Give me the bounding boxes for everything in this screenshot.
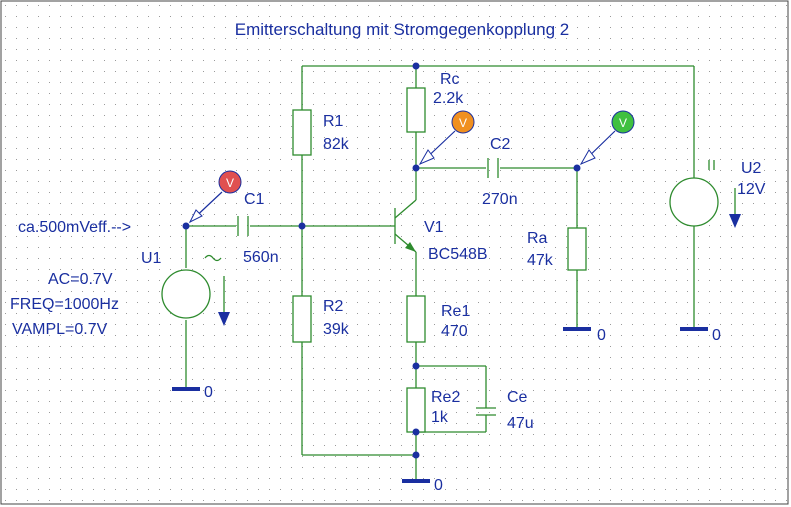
v1-name: V1 — [424, 219, 444, 236]
c2-value: 270n — [482, 191, 518, 208]
re1-name: Re1 — [441, 303, 470, 320]
resistor-rc[interactable] — [406, 87, 426, 133]
c2-name: C2 — [490, 136, 511, 153]
ce-value: 47u — [507, 415, 534, 432]
capacitor-ce[interactable] — [476, 407, 496, 416]
ce-name: Ce — [507, 389, 528, 406]
u1-vampl: VAMPL=0.7V — [12, 321, 108, 338]
capacitor-c1[interactable] — [237, 216, 249, 236]
ground-label-ra: 0 — [597, 327, 606, 344]
schematic-title: Emitterschaltung mit Stromgegenkopplung … — [235, 20, 570, 39]
u2-value: 12V — [737, 181, 766, 198]
transistor-v1[interactable] — [394, 199, 417, 253]
ground-label-u2: 0 — [712, 327, 721, 344]
resistor-re1[interactable] — [406, 295, 426, 343]
voltage-source-u2[interactable] — [669, 160, 741, 228]
input-label: ca.500mVeff.--> — [18, 219, 131, 236]
re2-value: 1k — [431, 409, 449, 426]
re2-name: Re2 — [431, 389, 460, 406]
ra-value: 47k — [527, 252, 554, 269]
c1-name: C1 — [244, 191, 265, 208]
voltage-probe-input[interactable]: V — [188, 170, 242, 224]
c1-value: 560n — [243, 249, 279, 266]
voltage-probe-output[interactable]: V — [579, 110, 635, 166]
r1-name: R1 — [323, 113, 344, 130]
voltage-probe-collector[interactable]: V — [418, 110, 475, 166]
junction-nodes — [182, 62, 581, 459]
probe-output-label: V — [619, 116, 627, 130]
u1-name: U1 — [141, 250, 162, 267]
re1-value: 470 — [441, 323, 468, 340]
r2-value: 39k — [323, 321, 350, 338]
ground-label-u1: 0 — [204, 384, 213, 401]
ground-label-main: 0 — [434, 477, 443, 494]
rc-name: Rc — [440, 71, 460, 88]
resistor-re2[interactable] — [406, 387, 426, 433]
u1-ac: AC=0.7V — [48, 271, 113, 288]
resistor-r2[interactable] — [292, 295, 312, 343]
u2-name: U2 — [741, 160, 762, 177]
r2-name: R2 — [323, 298, 344, 315]
resistor-r1[interactable] — [292, 109, 312, 156]
wires — [185, 65, 695, 480]
voltage-source-u1[interactable] — [161, 254, 230, 327]
probe-input-label: V — [226, 176, 234, 190]
probe-collector-label: V — [459, 116, 467, 130]
u1-freq: FREQ=1000Hz — [10, 296, 119, 313]
resistor-ra[interactable] — [567, 227, 587, 271]
v1-type: BC548B — [428, 246, 488, 263]
rc-value: 2.2k — [433, 90, 464, 107]
capacitor-c2[interactable] — [487, 158, 499, 178]
ra-name: Ra — [527, 230, 548, 247]
r1-value: 82k — [323, 136, 350, 153]
